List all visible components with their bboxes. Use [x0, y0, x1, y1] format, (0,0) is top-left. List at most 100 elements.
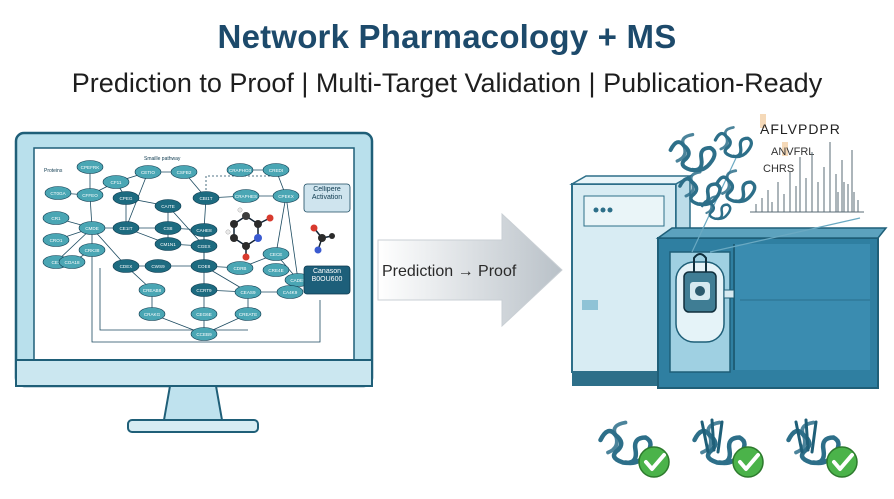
network-node-label: CE1: [52, 260, 61, 265]
network-node-label: CF11: [111, 180, 122, 185]
network-node: CRK38: [78, 243, 106, 257]
checkmark-icon: [826, 446, 858, 478]
network-node: CREAB8: [138, 283, 166, 297]
network-node: CPEKX: [272, 189, 300, 203]
network-node: CS8: [154, 221, 182, 235]
checkmark-icon: [638, 446, 670, 478]
peptide-sequence-2: ANVFRL: [771, 146, 814, 158]
label-proteins: Proteins: [44, 168, 63, 174]
network-edge: [205, 175, 270, 198]
network-node: CEG6E: [190, 307, 218, 321]
network-node: CEAS9: [234, 285, 262, 299]
network-node-label: CRAPHES: [235, 194, 257, 199]
network-node-label: CREAB8: [143, 288, 162, 293]
network-node-label: CDRB: [233, 266, 246, 271]
network-node-label: CEAS9: [240, 290, 256, 295]
network-edge: [91, 227, 127, 267]
network-node-label: CRK38: [85, 248, 100, 253]
network-node-label: CEG6E: [196, 312, 212, 317]
network-node-label: CBI1T: [199, 196, 212, 201]
protein-structure-icon: [714, 169, 757, 204]
network-node-label: CSFB2: [177, 170, 192, 175]
network-node: CAITE: [154, 199, 182, 213]
network-node-label: CE1IT: [119, 226, 132, 231]
page-title: Network Pharmacology + MS: [217, 18, 677, 55]
network-node: CRE4E: [262, 263, 290, 277]
network-edge: [285, 195, 300, 281]
network-node-label: CR1: [51, 216, 61, 221]
network-node: CDRB: [226, 261, 254, 275]
network-node: CR1: [42, 211, 70, 225]
network-node-label: CRO1: [50, 238, 63, 243]
network-node: CFFEO: [76, 188, 104, 202]
label-pathway: Smaille pathway: [144, 156, 181, 162]
network-node-label: CWS9: [151, 264, 165, 269]
mass-spectrum-icon: AFLVPDPR ANVFRL CHRS: [750, 114, 864, 213]
network-node: CA4K9: [276, 285, 304, 299]
network-node-label: CA4K9: [283, 290, 298, 295]
molecule-icon: [225, 207, 274, 261]
network-node: CETIO: [134, 165, 162, 179]
network-node-label: CREATE: [239, 312, 257, 317]
network-node: CAHE8: [190, 223, 218, 237]
network-node-label: CDEX: [120, 264, 133, 269]
network-node-label: CPEG: [119, 196, 132, 201]
network-node: COA18: [58, 255, 86, 269]
page-subtitle: Prediction to Proof | Multi-Target Valid…: [71, 68, 823, 98]
network-node: CE1IT: [112, 221, 140, 235]
network-node-label: CRAKG: [144, 312, 161, 317]
network-node: CRAPHO3: [226, 163, 254, 177]
protein-structure-icon: [668, 132, 717, 173]
network-node: CRO1: [42, 233, 70, 247]
network-edge: [167, 205, 205, 247]
network-node-label: CMDE: [85, 226, 99, 231]
network-node: CRAKG: [138, 307, 166, 321]
network-node: CT0GA: [44, 186, 72, 200]
network-node: CRAPHES: [232, 189, 260, 203]
network-node: CPEFRK: [76, 160, 104, 174]
network-node-label: CM1N1: [160, 242, 176, 247]
network-edge: [91, 250, 321, 343]
network-edge: [274, 195, 287, 255]
peptide-sequence-1: AFLVPDPR: [760, 121, 841, 137]
protein-structure-icon: [713, 126, 754, 159]
mass-spectrometer-icon: [569, 157, 888, 389]
network-node: CCEB9: [190, 327, 218, 341]
protein-structure-icon: [700, 195, 732, 221]
network-node: CREDI: [262, 163, 290, 177]
network-node-label: CCEB9: [196, 332, 212, 337]
arrow-label: Prediction → Proof: [382, 263, 517, 280]
arrow-right-icon: [377, 212, 563, 328]
network-node-label: CRE4E: [268, 268, 283, 273]
network-node: CECE: [262, 247, 290, 261]
network-node: CPEG: [112, 191, 140, 205]
network-node-label: COA18: [64, 260, 80, 265]
network-node-label: CGEX: [197, 244, 210, 249]
network-node: CMDE: [78, 221, 106, 235]
network-node-label: CETIO: [141, 170, 155, 175]
network-node: CDEX: [112, 259, 140, 273]
network-node: COE8: [190, 259, 218, 273]
network-node: CSFB2: [170, 165, 198, 179]
network-node-label: CADE9: [290, 278, 306, 283]
network-node-label: CFFEO: [82, 193, 98, 198]
network-node-label: CT0GA: [50, 191, 66, 196]
network-node: CGEX: [190, 239, 218, 253]
checkmark-icon: [732, 446, 764, 478]
network-node-label: CCRT9: [196, 288, 212, 293]
network-node-label: CS8: [164, 226, 173, 231]
network-node-label: CECE: [270, 252, 283, 257]
network-diagram-icon: Proteins Smaille pathway CPEFRK CFFEO CT0G…: [42, 156, 351, 343]
network-node: CREATE: [234, 307, 262, 321]
network-node-label: CAHE8: [196, 228, 212, 233]
network-node: CCRT9: [190, 283, 218, 297]
network-node: CWS9: [144, 259, 172, 273]
network-node-label: CPEFRK: [81, 165, 101, 170]
network-node-label: CREDI: [269, 168, 283, 173]
network-node-label: COE8: [198, 264, 211, 269]
peptide-sequence-3: CHRS: [763, 163, 794, 175]
activation-box: Cellipere Activation: [311, 186, 343, 201]
network-node: CF11: [102, 175, 130, 189]
network-node: CM1N1: [154, 237, 182, 251]
